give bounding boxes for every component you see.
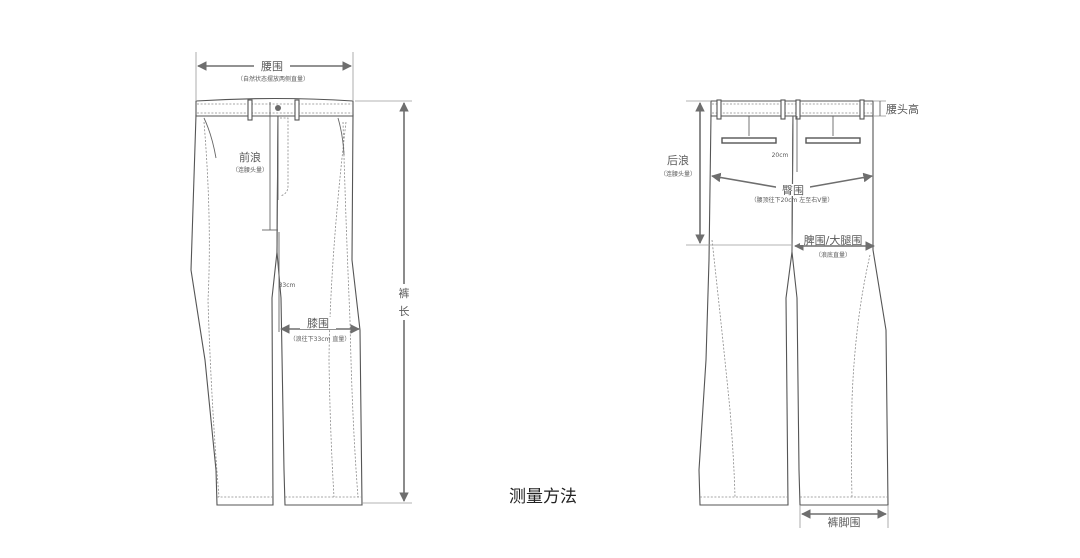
front-button xyxy=(275,105,281,111)
front-belt-loop-left xyxy=(247,99,253,121)
back-rise-label: 后浪 xyxy=(667,153,689,167)
pocket-offset-label: 20cm xyxy=(772,152,789,159)
hip-note: （腰顶往下20cm 左至右V量） xyxy=(751,196,834,204)
back-left-leg xyxy=(698,114,794,506)
back-belt-loop-4 xyxy=(859,99,865,120)
back-belt-loop-2 xyxy=(780,99,786,120)
front-rise-label: 前浪 xyxy=(239,150,261,164)
front-measurements: 腰围 （自然状态摆放两侧直量） 前浪 （连腰头量） 33cm 膝围 （浪往下33… xyxy=(195,52,418,504)
back-rise-note: （连腰头量） xyxy=(660,170,696,178)
length-label-bg xyxy=(390,284,418,320)
thigh-label-bg xyxy=(800,233,864,245)
back-pocket-left xyxy=(721,137,777,144)
front-belt-loop-right xyxy=(294,99,300,121)
back-belt-loop-1 xyxy=(716,99,722,120)
hip-label-bg xyxy=(776,184,810,196)
waist-label-bg xyxy=(254,60,290,72)
hem-label: 裤脚围 xyxy=(828,515,861,529)
back-pocket-right xyxy=(805,137,861,144)
thigh-note: （浪底直量） xyxy=(815,251,851,259)
length-label-1: 裤 xyxy=(399,286,410,300)
back-waistband xyxy=(710,100,874,117)
knee-offset-label: 33cm xyxy=(279,282,296,289)
waist-label: 腰围 xyxy=(261,60,283,73)
front-right-side-stitch xyxy=(342,121,359,498)
front-rise-note: （连腰头量） xyxy=(232,166,268,174)
back-belt-loop-3 xyxy=(795,99,801,120)
diagram-title: 测量方法 xyxy=(509,487,577,507)
knee-note: （浪往下33cm 直量） xyxy=(290,335,351,343)
knee-label: 膝围 xyxy=(307,317,329,330)
front-left-side-stitch xyxy=(203,121,220,498)
front-pants-drawing xyxy=(190,97,363,506)
back-right-side-stitch xyxy=(851,254,871,498)
front-waistband xyxy=(195,97,354,117)
back-left-side-stitch xyxy=(711,239,736,498)
front-fly-stitch xyxy=(279,117,289,197)
length-label-2: 长 xyxy=(399,305,410,318)
knee-label-bg xyxy=(300,317,336,329)
back-pants-drawing xyxy=(698,99,889,506)
back-right-leg xyxy=(791,114,889,506)
front-right-pocket xyxy=(337,117,345,156)
waist-note: （自然状态摆放两侧直量） xyxy=(237,75,309,83)
thigh-label: 脾围/大腿围 xyxy=(804,233,863,247)
front-right-crease xyxy=(328,121,347,498)
hip-label: 臀围 xyxy=(782,184,804,197)
back-measurements: 腰头高 20cm 后浪 （连腰头量） 臀围 （腰顶往下20cm 左至右V量） 脾… xyxy=(660,100,919,529)
front-left-pocket xyxy=(203,117,217,159)
waistband-height-label: 腰头高 xyxy=(886,102,919,116)
